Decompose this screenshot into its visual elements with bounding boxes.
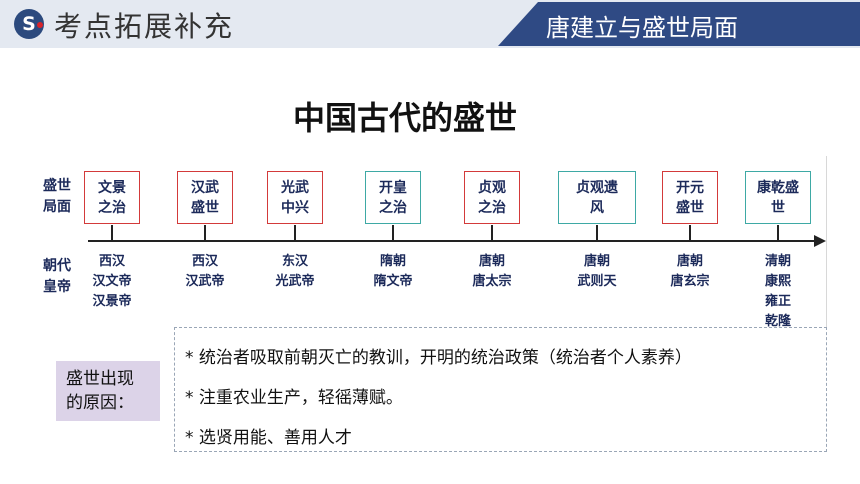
reason-label: 盛世出现 的原因： [56,361,160,421]
dynasty-emperor-label: 隋朝 隋文帝 [373,254,413,289]
timeline-tick [111,225,113,241]
dynasty-emperor-label: 唐朝 唐太宗 [472,254,512,289]
page-title: 中国古代的盛世 [292,99,517,137]
timeline-tick [392,225,394,241]
dynasty-emperor-label: 东汉 光武帝 [275,254,315,289]
dynasty-emperor-label: 西汉 汉武帝 [185,254,225,289]
header-banner [498,2,860,46]
logo-icon: S [14,9,44,39]
prosperity-box: 开皇 之治 [365,171,421,224]
header-bar: S 考点拓展补充 唐建立与盛世局面 [0,0,860,48]
prosperity-box: 贞观 之治 [464,171,520,224]
timeline-tick [596,225,598,241]
header-title: 考点拓展补充 [54,10,235,43]
prosperity-box: 开元 盛世 [662,171,718,224]
timeline-tick [204,225,206,241]
row-label-prosperity: 盛世 局面 [43,178,71,215]
timeline-tick [777,225,779,241]
header-banner-title: 唐建立与盛世局面 [546,14,738,42]
timeline-tick [491,225,493,241]
reason-item: * 注重农业生产，轻徭薄赋。 [185,388,403,408]
timeline-axis [88,240,816,242]
dynasty-emperor-label: 唐朝 武则天 [577,254,617,289]
timeline-tick [294,225,296,241]
prosperity-box: 文景 之治 [84,171,140,224]
prosperity-box: 汉武 盛世 [177,171,233,224]
timeline-tick [689,225,691,241]
dynasty-emperor-label: 唐朝 唐玄宗 [670,254,710,289]
divider [826,156,827,452]
reason-item: * 统治者吸取前朝灭亡的教训，开明的统治政策（统治者个人素养） [185,348,692,368]
reason-item: * 选贤用能、善用人才 [185,428,352,448]
prosperity-box: 光武 中兴 [267,171,323,224]
arrow-right-icon [814,235,826,247]
dynasty-emperor-label: 清朝 康熙 雍正 乾隆 [764,254,791,329]
prosperity-box: 康乾盛 世 [745,171,811,224]
row-label-dynasty: 朝代 皇帝 [43,258,71,295]
reason-box: * 统治者吸取前朝灭亡的教训，开明的统治政策（统治者个人素养） * 注重农业生产… [174,327,827,452]
prosperity-box: 贞观遗 风 [558,171,636,224]
dynasty-emperor-label: 西汉 汉文帝 汉景帝 [92,254,132,309]
